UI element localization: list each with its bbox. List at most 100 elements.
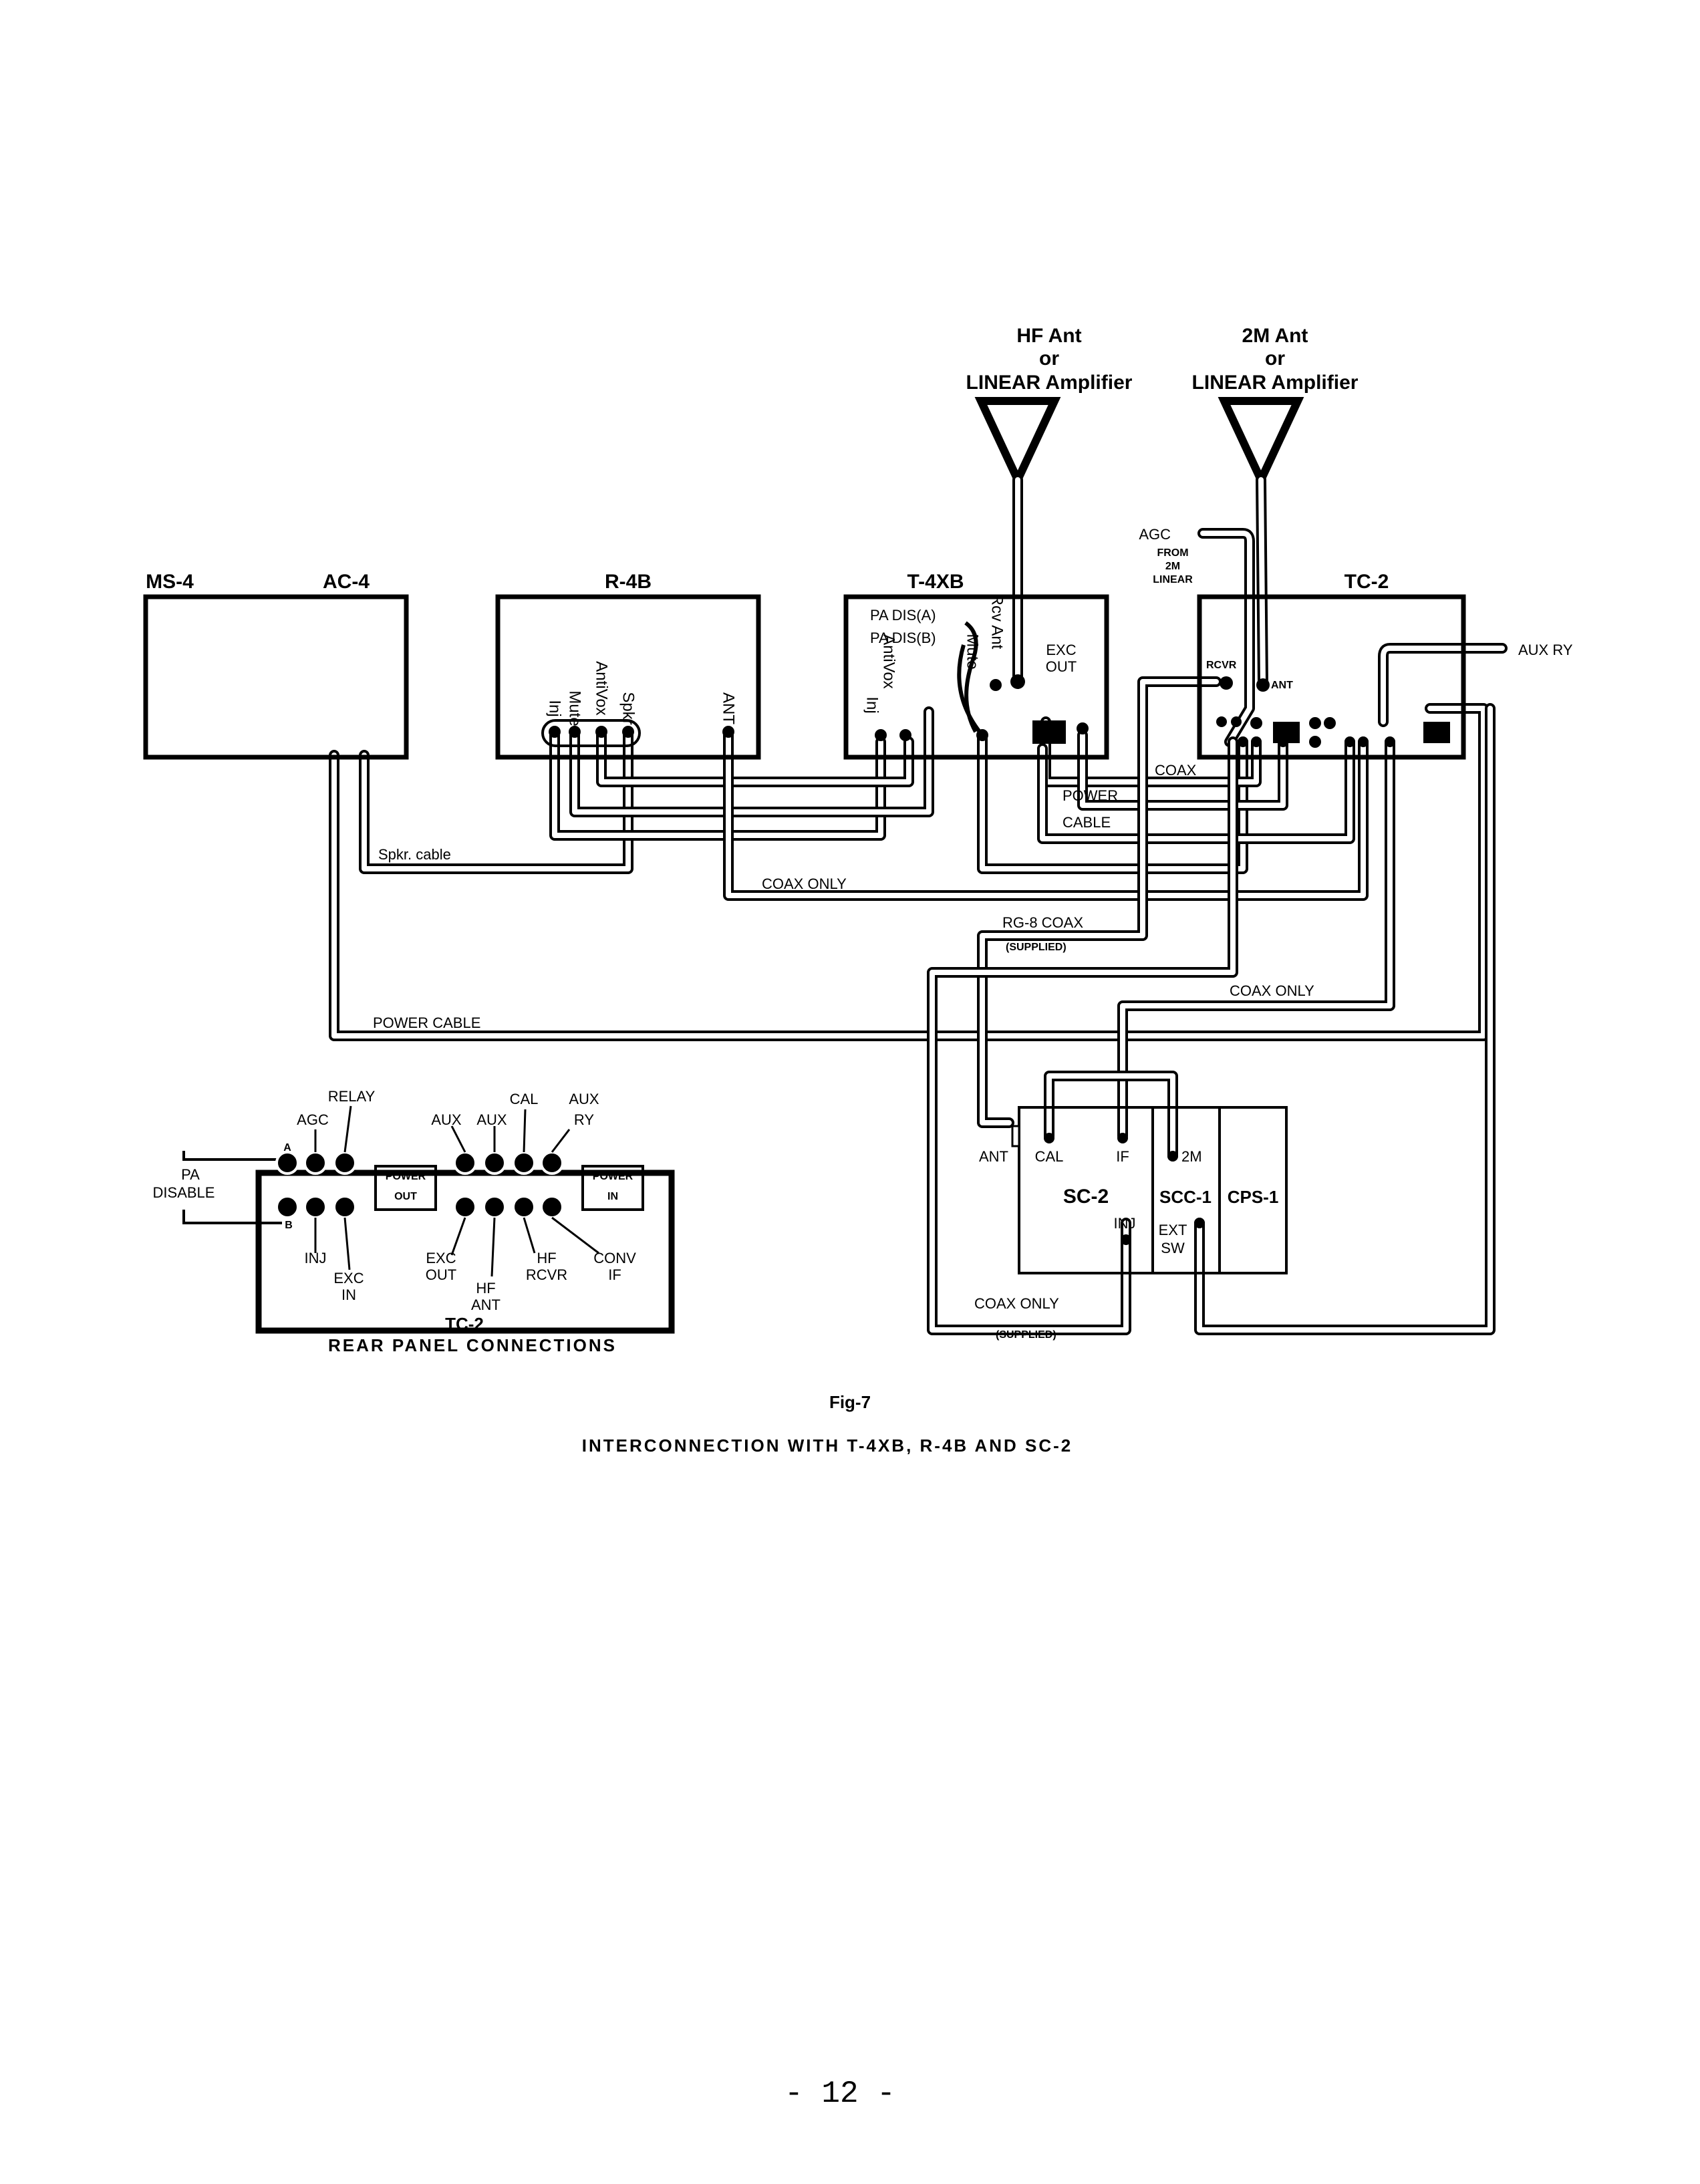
rear-relay-label: RELAY (328, 1088, 376, 1105)
sc2-unit: ANT CAL IF 2M SC-2 SCC-1 CPS-1 INJ EXT S… (979, 1106, 1288, 1274)
t4xb-ant-jack (1010, 674, 1025, 689)
ms4-ac4-box (143, 594, 409, 760)
power-cable-main-label: POWER CABLE (373, 1014, 480, 1031)
t4xb-exc-out-jack (1077, 722, 1089, 734)
rear-exc-out-label-1: EXC (426, 1250, 456, 1266)
t4xb-unit: T-4XB PA DIS(A) PA DIS(B) Inj AntiVox Mu… (843, 571, 1109, 760)
rear-inj-jack (303, 1195, 327, 1219)
sc2-ant-label: ANT (979, 1148, 1008, 1165)
power-cable-label-2: CABLE (1062, 814, 1111, 831)
rear-cal-label: CAL (510, 1091, 539, 1107)
rear-disable-label: DISABLE (153, 1184, 215, 1201)
rear-panel-subtitle: REAR PANEL CONNECTIONS (328, 1335, 617, 1355)
page-number: - 12 - (785, 2076, 895, 2111)
r4b-mute-label: Mute (566, 690, 584, 726)
rear-exc-out-jack (453, 1195, 477, 1219)
r4b-ant-label: ANT (720, 692, 738, 724)
rear-a-label: A (283, 1142, 291, 1153)
ms4-label: MS-4 (146, 571, 194, 593)
rear-hf-ant-label-1: HF (476, 1280, 495, 1296)
rear-jacks-bottom-left (275, 1195, 357, 1219)
tc2-jack (1231, 716, 1242, 727)
sc2-label: SC-2 (1063, 1186, 1109, 1208)
coax-only-supplied-label: (SUPPLIED) (996, 1329, 1056, 1341)
sc2-inj-jack (1121, 1234, 1131, 1245)
t4xb-power-socket (1032, 720, 1066, 744)
twom-ant-label-3: LINEAR Amplifier (1192, 372, 1359, 394)
rear-inj-label: INJ (305, 1250, 327, 1266)
scc1-2m-label: 2M (1181, 1148, 1202, 1165)
tc2-unit: TC-2 AGC FROM 2M LINEAR RCVR ANT AUX RY (1139, 526, 1573, 760)
rg8-coax-label: RG-8 COAX (1002, 914, 1083, 931)
coax-only-label-3: COAX ONLY (974, 1295, 1059, 1312)
rear-jacks-top-right (453, 1151, 564, 1175)
scc1-2m-jack (1167, 1151, 1178, 1162)
rear-power-in-label-2: IN (607, 1191, 618, 1202)
rear-power-in-label-1: POWER (593, 1171, 633, 1182)
rear-aux2-jack (482, 1151, 507, 1175)
rear-conv-if-jack (540, 1195, 564, 1219)
rear-hf-ant-label-2: ANT (471, 1296, 501, 1313)
tc2-agc-from-label-1: FROM (1157, 547, 1188, 559)
tc2-rcvr-jack (1220, 676, 1233, 690)
rear-power-out-socket (374, 1165, 437, 1211)
scc1-ext-label-2: SW (1161, 1240, 1185, 1256)
rear-hf-rcvr-label-1: HF (537, 1250, 556, 1266)
rear-exc-in-jack (333, 1195, 357, 1219)
rear-pa-label: PA (181, 1166, 200, 1183)
tc2-jack (1309, 717, 1321, 729)
coax-only-label-1: COAX ONLY (762, 875, 847, 892)
pa-disable-line-b (182, 1210, 282, 1224)
cps1-box (1218, 1106, 1288, 1274)
r4b-spkr-label: Spkr (619, 692, 638, 724)
r4b-box (495, 594, 761, 760)
coax-label: COAX (1155, 762, 1197, 779)
rear-hf-ant-jack (482, 1195, 507, 1219)
rear-exc-in-label-1: EXC (333, 1270, 364, 1286)
sc2-if-jack (1117, 1133, 1128, 1143)
spkr-cable-label: Spkr. cable (378, 846, 451, 863)
figure-number: Fig-7 (829, 1392, 871, 1412)
rear-aux2-label: AUX (476, 1111, 507, 1128)
tc2-jack (1344, 736, 1355, 747)
sc2-inj-label: INJ (1114, 1215, 1136, 1232)
tc2-box (1197, 594, 1466, 760)
scc1-label: SCC-1 (1159, 1187, 1212, 1207)
tc2-power-out-socket (1273, 722, 1300, 743)
r4b-jack-group (541, 719, 641, 747)
rear-jacks-top-left (275, 1151, 357, 1175)
figure-caption: INTERCONNECTION WITH T-4XB, R-4B AND SC-… (582, 1436, 1073, 1456)
pa-disable-line-a (182, 1151, 282, 1161)
rear-aux-ry-jack (540, 1151, 564, 1175)
r4b-mute-jack (569, 726, 581, 738)
tc2-ant-jack (1256, 678, 1270, 692)
t4xb-exc-out-label-1: EXC (1046, 642, 1076, 658)
sc2-ant-connector (1011, 1125, 1020, 1147)
rear-hf-rcvr-jack (512, 1195, 536, 1219)
r4b-label: R-4B (605, 571, 652, 593)
tc2-jack (1385, 736, 1395, 747)
t4xb-pa-dis-a-label: PA DIS(A) (870, 607, 936, 624)
tc2-ant-label: ANT (1271, 680, 1293, 691)
rear-aux-ry-label-2: RY (574, 1111, 594, 1128)
ms4-ac4-unit: MS-4 AC-4 (143, 571, 409, 760)
rear-exc-in-label-2: IN (341, 1286, 356, 1303)
cps1-label: CPS-1 (1228, 1187, 1279, 1207)
sc2-cal-jack (1044, 1133, 1054, 1143)
rear-aux1-label: AUX (431, 1111, 462, 1128)
t4xb-inj-jack (875, 729, 887, 741)
tc2-jack (1324, 717, 1336, 729)
twom-antenna: 2M Ant or LINEAR Amplifier (1192, 325, 1359, 490)
hf-ant-label-2: or (1039, 348, 1059, 370)
rear-leader-lines (314, 1105, 599, 1277)
r4b-antivox-label: AntiVox (593, 661, 611, 715)
rear-panel-title: TC-2 (445, 1314, 484, 1334)
rear-power-out-label-2: OUT (394, 1191, 417, 1202)
hf-antenna-icon (974, 397, 1061, 490)
r4b-spkr-jack (622, 726, 634, 738)
rear-relay-jack (333, 1151, 357, 1175)
tc2-rcvr-label: RCVR (1206, 660, 1237, 671)
scc1-ext-label-1: EXT (1159, 1222, 1187, 1238)
r4b-antivox-jack (595, 726, 607, 738)
coax-only-label-2: COAX ONLY (1230, 982, 1314, 999)
